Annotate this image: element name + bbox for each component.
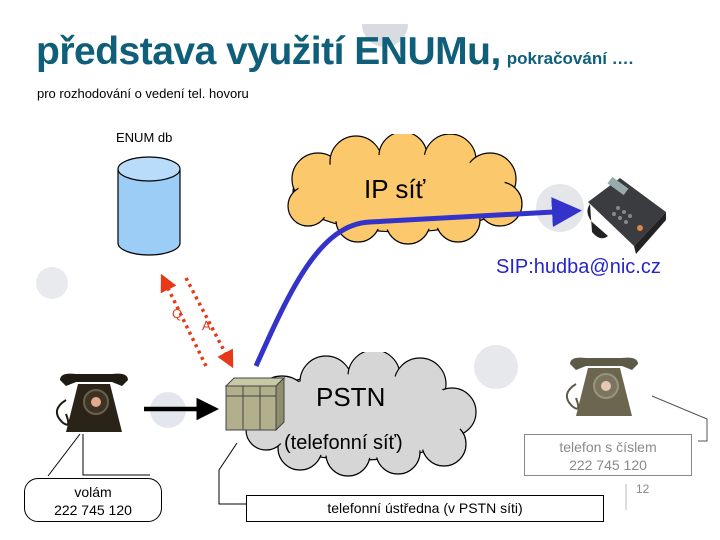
pstn-cloud-icon: [245, 352, 477, 477]
target-callout-line1: telefon s číslem: [559, 439, 657, 455]
caller-callout-line2: 222 745 120: [54, 502, 132, 518]
caller-callout-line1: volám: [74, 484, 112, 500]
page-title: představa využití ENUMu, pokračování ….: [36, 30, 633, 74]
pstn-cloud-sublabel: (telefonní síť): [284, 432, 403, 454]
rotary-phone-target-icon: [565, 357, 638, 416]
enum-db-label: ENUM db: [116, 130, 173, 145]
caller-callout: volám 222 745 120: [24, 478, 162, 522]
telephone-exchange-icon: [224, 376, 286, 432]
subtitle: pro rozhodování o vedení tel. hovoru: [37, 86, 249, 101]
title-text: představa využití ENUMu,: [36, 30, 501, 73]
target-phone-callout: telefon s číslem 222 745 120: [524, 434, 692, 476]
answer-label: A: [202, 318, 211, 333]
answer-arrow: [184, 277, 234, 369]
exchange-callout: telefonní ústředna (v PSTN síti): [246, 495, 604, 522]
ip-desk-phone-icon: [587, 176, 666, 254]
ip-route-arrow: [253, 197, 582, 368]
query-label: Q: [172, 306, 183, 321]
database-cylinder-icon: [117, 156, 181, 256]
pstn-cloud-label: PSTN: [316, 382, 386, 412]
sip-address: SIP:hudba@nic.cz: [496, 256, 661, 278]
rotary-phone-caller-icon: [55, 373, 128, 432]
query-arrow: [160, 273, 208, 367]
page-number: 12: [636, 482, 650, 496]
target-callout-line2: 222 745 120: [569, 457, 647, 473]
ip-cloud-label: IP síť: [364, 174, 426, 204]
title-suffix: pokračování ….: [506, 49, 634, 68]
